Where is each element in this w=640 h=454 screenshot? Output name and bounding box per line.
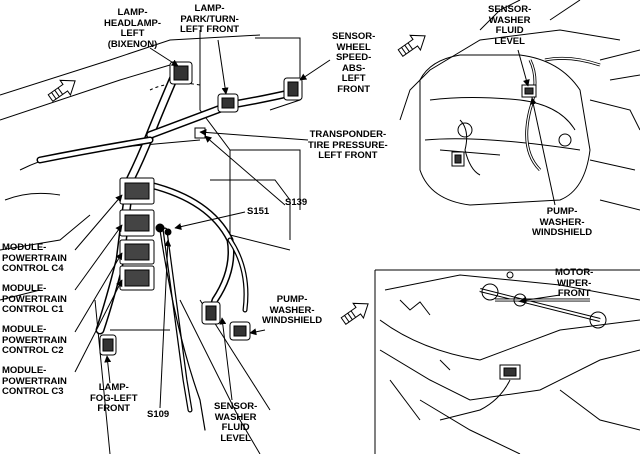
label-motor-wiper-front: MOTOR- WIPER- FRONT bbox=[555, 267, 594, 299]
label-sensor-washer-fluid-level-main: SENSOR- WASHER FLUID LEVEL bbox=[214, 401, 258, 444]
label-pcm-c1: MODULE- POWERTRAIN CONTROL C1 bbox=[2, 283, 67, 315]
label-lamp-headlamp-left: LAMP- HEADLAMP- LEFT (BIXENON) bbox=[104, 7, 161, 50]
forward-arrow-icon bbox=[47, 34, 426, 326]
label-pcm-c2: MODULE- POWERTRAIN CONTROL C2 bbox=[2, 324, 67, 356]
main-view-connectors bbox=[99, 61, 303, 356]
label-pump-washer-windshield-inset: PUMP- WASHER- WINDSHIELD bbox=[532, 206, 593, 238]
label-lamp-park-turn-left: LAMP- PARK/TURN- LEFT FRONT bbox=[180, 3, 240, 35]
label-pcm-c4: MODULE- POWERTRAIN CONTROL C4 bbox=[2, 242, 67, 274]
label-lamp-fog-left: LAMP- FOG-LEFT FRONT bbox=[90, 382, 138, 414]
label-sensor-wheel-speed: SENSOR- WHEEL SPEED- ABS- LEFT FRONT bbox=[332, 31, 376, 95]
label-pcm-c3: MODULE- POWERTRAIN CONTROL C3 bbox=[2, 365, 67, 397]
main-view-harness bbox=[36, 70, 299, 431]
label-splice-s109: S109 bbox=[147, 409, 170, 420]
label-splice-s139: S139 bbox=[285, 197, 308, 208]
label-transponder-tire-pressure: TRANSPONDER- TIRE PRESSURE- LEFT FRONT bbox=[308, 129, 388, 161]
inset-wiper-motor bbox=[374, 269, 640, 454]
label-pump-washer-windshield-main: PUMP- WASHER- WINDSHIELD bbox=[262, 294, 323, 326]
label-sensor-washer-fluid-level-inset: SENSOR- WASHER FLUID LEVEL bbox=[488, 4, 532, 47]
inset-washer-reservoir bbox=[399, 0, 640, 211]
label-splice-s151: S151 bbox=[247, 206, 270, 217]
leader-lines bbox=[74, 39, 561, 409]
